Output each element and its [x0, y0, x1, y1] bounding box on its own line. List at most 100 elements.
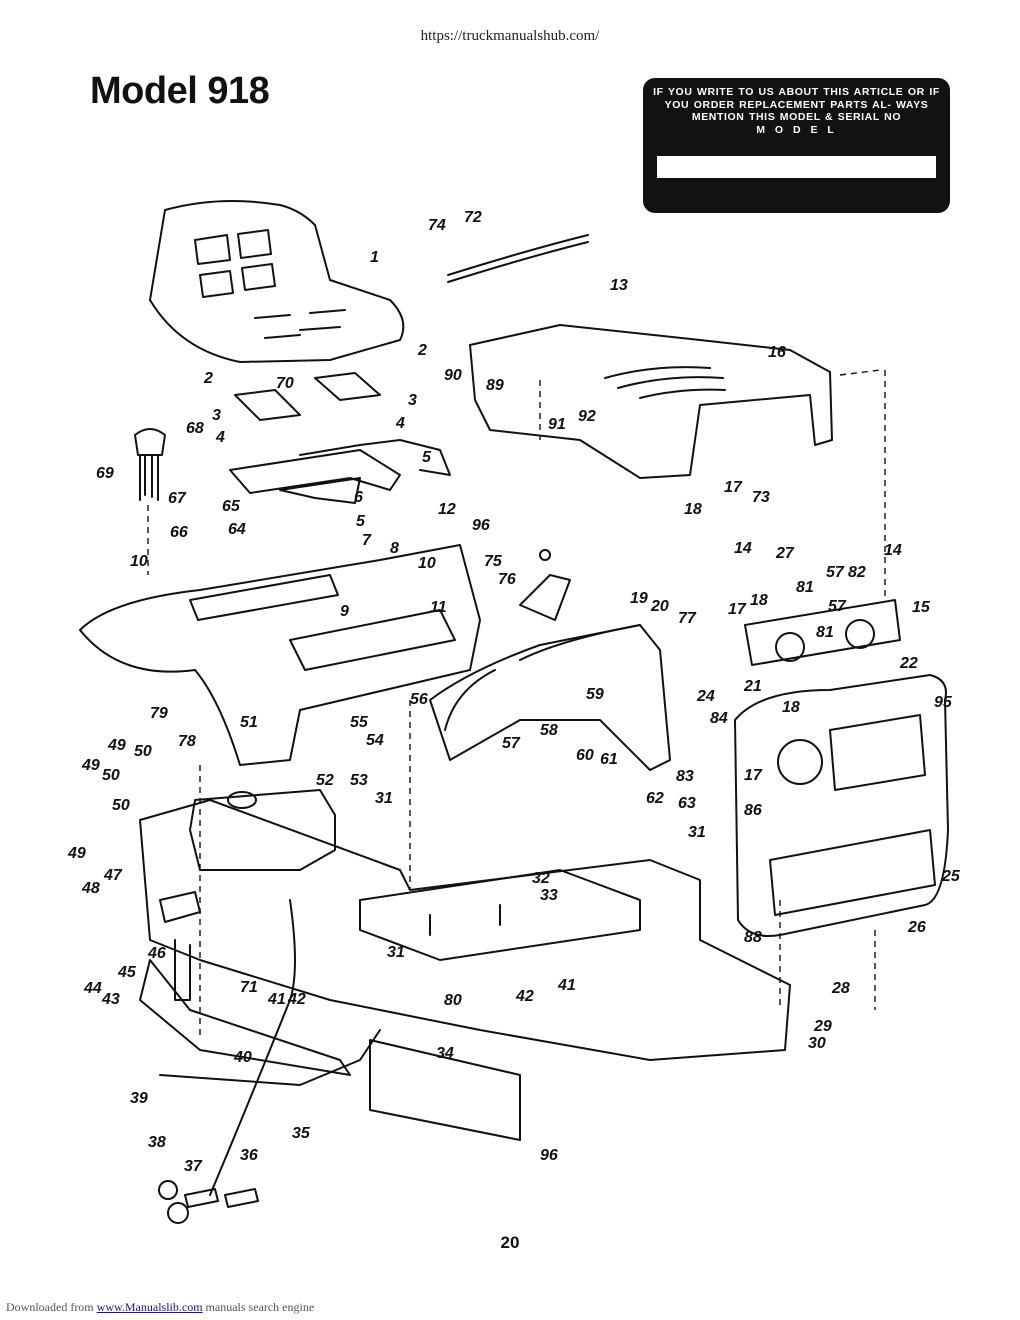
callout: 51 [240, 714, 258, 731]
callout: 90 [444, 367, 462, 384]
dash-panel [429, 624, 671, 771]
footer: Downloaded from www.Manualslib.com manua… [6, 1300, 314, 1315]
notice-model-label: M O D E L [756, 123, 837, 136]
callout: 29 [813, 1018, 832, 1035]
callout: 4 [395, 415, 405, 432]
callout: 69 [96, 465, 114, 482]
callout: 58 [540, 722, 558, 739]
callout: 15 [912, 599, 931, 616]
notice-text: IF YOU WRITE TO US ABOUT THIS ARTICLE OR… [653, 86, 940, 136]
callout: 17 [728, 601, 747, 618]
callout: 66 [170, 524, 188, 541]
callout: 80 [444, 992, 462, 1009]
callout: 46 [147, 945, 166, 962]
notice-serial-field [657, 156, 936, 178]
callout: 6 [354, 489, 363, 506]
callout: 65 [222, 498, 241, 515]
fuel-cap [134, 428, 166, 501]
callout: 5 [422, 449, 432, 466]
callout: 54 [366, 732, 384, 749]
callout: 13 [610, 277, 628, 294]
notice-box: IF YOU WRITE TO US ABOUT THIS ARTICLE OR… [643, 78, 950, 213]
callout: 41 [557, 977, 576, 994]
manualslib-link[interactable]: www.Manualslib.com [96, 1300, 203, 1314]
callout: 37 [184, 1158, 203, 1175]
callout: 39 [130, 1090, 148, 1107]
callout: 63 [678, 795, 696, 812]
callout: 70 [276, 375, 294, 392]
callout: 2 [203, 370, 213, 387]
callout: 5 [356, 513, 366, 530]
callout: 59 [586, 686, 604, 703]
grille [734, 674, 949, 937]
callout: 91 [548, 416, 566, 433]
callout: 19 [630, 590, 648, 607]
callout: 78 [178, 733, 196, 750]
callout: 1 [370, 249, 379, 266]
callout: 86 [744, 802, 762, 819]
hood [469, 324, 833, 479]
callout: 34 [436, 1045, 454, 1062]
callout: 31 [688, 824, 706, 841]
callout: 24 [696, 688, 715, 705]
callout: 83 [676, 768, 694, 785]
callout: 71 [240, 979, 258, 996]
callout: 53 [350, 772, 368, 789]
callout: 84 [710, 710, 728, 727]
callout: 72 [464, 209, 482, 226]
lift-lever [519, 574, 571, 621]
callout: 9 [340, 603, 349, 620]
throttle-knob [158, 1180, 178, 1200]
callout: 61 [600, 751, 618, 768]
footer-prefix: Downloaded from [6, 1300, 97, 1314]
callout: 3 [212, 407, 221, 424]
chassis-frame [139, 799, 791, 1061]
callout: 45 [117, 964, 137, 981]
callout: 49 [67, 845, 86, 862]
callout: 10 [418, 555, 436, 572]
callout: 17 [744, 767, 763, 784]
callout: 26 [907, 919, 926, 936]
callout: 12 [438, 501, 456, 518]
callout: 31 [375, 790, 393, 807]
callout: 7 [362, 532, 372, 549]
callout: 82 [848, 564, 866, 581]
callout: 18 [750, 592, 768, 609]
callout: 33 [540, 887, 558, 904]
callout: 77 [678, 610, 697, 627]
seat-bracket [234, 372, 381, 421]
callout: 81 [816, 624, 834, 641]
callout: 89 [486, 377, 504, 394]
callout: 88 [744, 929, 762, 946]
callout: 62 [646, 790, 664, 807]
callout: 14 [884, 542, 902, 559]
callout: 74 [428, 217, 446, 234]
notice-message: IF YOU WRITE TO US ABOUT THIS ARTICLE OR… [653, 86, 940, 123]
callout: 64 [228, 521, 246, 538]
callout: 8 [390, 540, 399, 557]
callout: 27 [775, 545, 795, 562]
callout: 50 [112, 797, 130, 814]
callout: 96 [540, 1147, 558, 1164]
callout: 42 [515, 988, 534, 1005]
callout: 44 [83, 980, 102, 997]
spring [447, 234, 589, 283]
callout: 55 [350, 714, 369, 731]
headlight-panel [744, 599, 901, 666]
callout: 81 [796, 579, 814, 596]
callout: 31 [387, 944, 405, 961]
callout: 40 [233, 1049, 252, 1066]
callout: 68 [186, 420, 204, 437]
callout: 21 [743, 678, 762, 695]
callout: 67 [168, 490, 187, 507]
footer-suffix: manuals search engine [202, 1300, 315, 1314]
callout: 25 [941, 868, 961, 885]
callout: 3 [408, 392, 417, 409]
callout: 49 [81, 757, 100, 774]
lower-shield [369, 1039, 521, 1141]
fuel-tank [189, 789, 336, 871]
callout: 57 [828, 598, 847, 615]
callout: 73 [752, 489, 770, 506]
callout: 75 [484, 553, 503, 570]
